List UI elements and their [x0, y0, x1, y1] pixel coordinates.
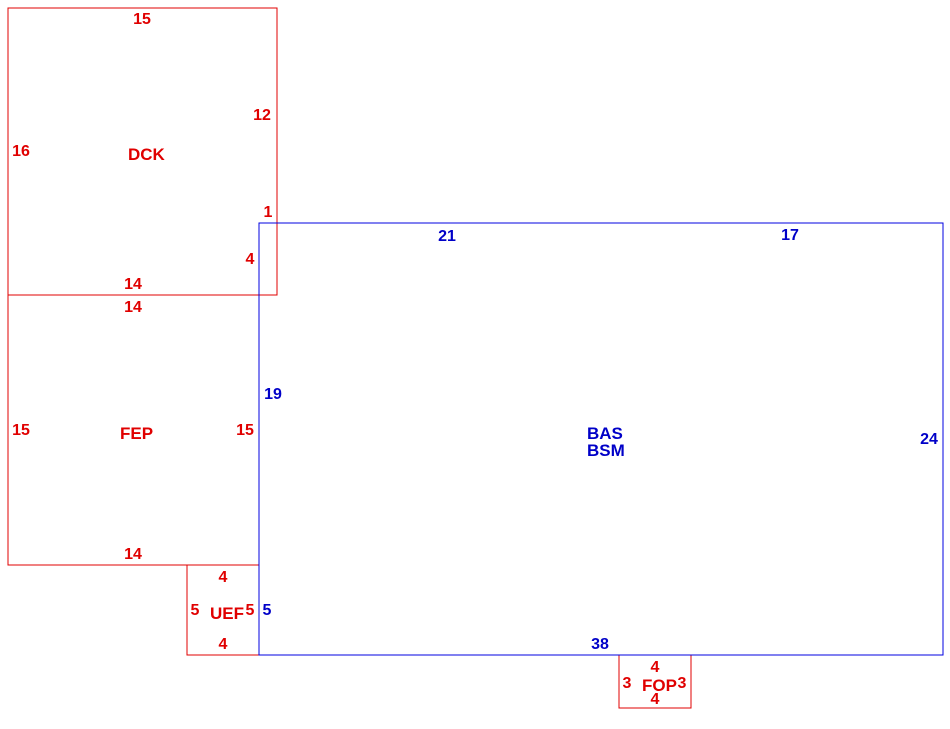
dck-right-offset-dim: 1	[264, 204, 273, 221]
uef-label: UEF	[210, 604, 244, 623]
dck-right-lower-dim: 4	[246, 251, 255, 268]
fep-top-dim: 14	[124, 299, 142, 316]
uef-bottom-dim: 4	[219, 636, 228, 653]
uef-left-dim: 5	[191, 602, 200, 619]
uef-right-dim: 5	[246, 602, 255, 619]
bsm-label: BSM	[587, 441, 625, 460]
fop-left-dim: 3	[623, 675, 632, 692]
uef-top-dim: 4	[219, 569, 228, 586]
fep-label: FEP	[120, 424, 153, 443]
bas-top-left-dim: 21	[438, 228, 456, 245]
dck-bottom-dim: 14	[124, 276, 142, 293]
bas-bottom-dim: 38	[591, 636, 609, 653]
dck-top-dim: 15	[133, 11, 151, 28]
bas-outline	[258, 222, 944, 656]
fop-right-dim: 3	[678, 675, 687, 692]
fop-bottom-dim: 4	[651, 691, 660, 708]
bas-left-dim: 19	[264, 386, 282, 403]
fop-top-dim: 4	[651, 659, 660, 676]
bas-left-lower-dim: 5	[263, 602, 272, 619]
dck-left-dim: 16	[12, 143, 30, 160]
fep-left-dim: 15	[12, 422, 30, 439]
fep-bottom-dim: 14	[124, 546, 142, 563]
bas-top-right-dim: 17	[781, 227, 799, 244]
fep-right-dim: 15	[236, 422, 254, 439]
bas-right-dim: 24	[920, 431, 938, 448]
dck-right-dim: 12	[253, 107, 271, 124]
dck-label: DCK	[128, 145, 166, 164]
bas-label: BAS	[587, 424, 623, 443]
fop-label: FOP	[642, 676, 677, 695]
